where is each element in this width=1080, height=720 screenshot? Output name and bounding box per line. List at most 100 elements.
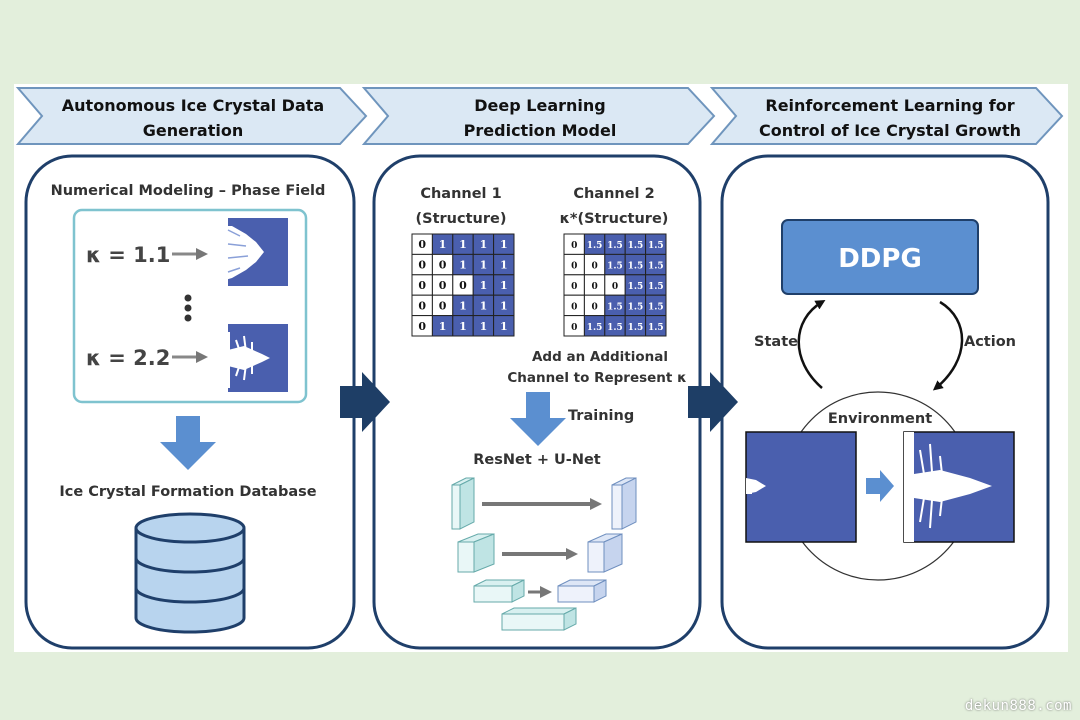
channel2-grid-cell-value: 0 — [591, 302, 597, 312]
channel1-grid-cell-value: 0 — [418, 320, 426, 333]
action-label: Action — [964, 334, 1016, 350]
channel2-grid-cell-value: 1.5 — [628, 282, 644, 292]
encoder-block-1 — [451, 477, 475, 530]
channel1-grid-cell-value: 0 — [418, 299, 426, 312]
channel2-grid-cell-value: 0 — [591, 262, 597, 272]
stage-banner-2: Deep Learning Prediction Model — [361, 87, 716, 145]
channel1-grid-cell-value: 1 — [500, 320, 508, 333]
watermark-text: dekun888.com — [964, 698, 1072, 714]
decoder-block-2 — [587, 533, 623, 573]
unet-diagram — [451, 477, 637, 631]
channel2-grid-cell-value: 1.5 — [628, 302, 644, 312]
extra-channel-note-line2: Channel to Represent κ — [507, 370, 686, 386]
channel1-grid-cell — [493, 315, 515, 337]
stage-2-title-line2: Prediction Model — [464, 121, 617, 140]
channel1-grid-cell-value: 1 — [459, 320, 467, 333]
channel2-grid-cell-value: 1.5 — [587, 323, 603, 333]
channel1-grid-cell-value: 1 — [459, 238, 467, 251]
database-icon — [134, 512, 246, 634]
channel2-title-line1: Channel 2 — [573, 186, 654, 202]
action-loop-arrow — [932, 300, 964, 391]
bottleneck-block — [501, 607, 577, 631]
channel2-grid-cell-value: 0 — [571, 282, 577, 292]
channel2-grid-cell-value: 1.5 — [607, 302, 623, 312]
channel2-grid-cell-value: 0 — [612, 282, 618, 292]
training-label: Training — [568, 408, 634, 424]
decoder-block-1 — [611, 477, 637, 530]
channel2-grid-cell-value: 1.5 — [607, 323, 623, 333]
extra-channel-note-line1: Add an Additional — [532, 349, 668, 365]
stage-3-title-line2: Control of Ice Crystal Growth — [759, 121, 1021, 140]
channel1-grid-cell-value: 1 — [459, 259, 467, 272]
stage-3-title-line1: Reinforcement Learning for — [765, 96, 1014, 115]
stage-1-title-line1: Autonomous Ice Crystal Data — [62, 96, 324, 115]
channel1-grid-cell-value: 1 — [500, 238, 508, 251]
channel1-grid-cell-value: 1 — [500, 299, 508, 312]
channel1-grid-cell-value: 1 — [500, 259, 508, 272]
flow-arrow-2-to-3 — [688, 372, 738, 432]
channel2-grid-cell-value: 1.5 — [648, 282, 664, 292]
channel1-grid-cell-value: 0 — [459, 279, 467, 292]
channel1-title-line2: (Structure) — [416, 211, 507, 227]
ellipsis-dots — [184, 294, 192, 322]
channel1-grid-cell-value: 1 — [439, 238, 447, 251]
channel2-grid-cell-value: 0 — [571, 262, 577, 272]
channel1-grid-cell-value: 1 — [480, 320, 488, 333]
channel1-grid-cell-value: 1 — [439, 320, 447, 333]
channel1-grid-cell-value: 0 — [418, 279, 426, 292]
channel2-grid-cell-value: 1.5 — [607, 241, 623, 251]
environment-label: Environment — [828, 411, 932, 427]
channel1-grid-cell-value: 0 — [439, 259, 447, 272]
channel2-grid-cell-value: 1.5 — [628, 262, 644, 272]
model-label: ResNet + U-Net — [473, 452, 601, 468]
channel2-grid-cell-value: 1.5 — [628, 323, 644, 333]
environment-state-before — [745, 431, 857, 543]
state-loop-arrow — [797, 299, 826, 389]
encoder-block-3 — [473, 579, 525, 603]
channel2-grid-cell-value: 1.5 — [648, 323, 664, 333]
channel1-grid-cell-value: 1 — [459, 299, 467, 312]
database-down-arrow — [160, 416, 216, 470]
state-label: State — [754, 334, 798, 350]
stage-1-title-line2: Generation — [143, 121, 243, 140]
channel2-grid-cell-value: 1.5 — [648, 262, 664, 272]
stage-banner-1: Autonomous Ice Crystal Data Generation — [15, 87, 368, 145]
ddpg-label: DDPG — [838, 244, 922, 274]
channel1-grid-cell-value: 1 — [480, 238, 488, 251]
channel1-grid-cell-value: 0 — [439, 279, 447, 292]
channel2-grid-cell-value: 1.5 — [607, 262, 623, 272]
flow-arrow-1-to-2 — [340, 372, 390, 432]
phase-field-heading: Numerical Modeling – Phase Field — [51, 183, 326, 199]
channel2-grid-cell — [645, 315, 667, 337]
channel2-grid-cell-value: 0 — [591, 282, 597, 292]
ddpg-agent-box — [781, 219, 979, 295]
channel1-grid-cell-value: 0 — [418, 238, 426, 251]
channel2-grid-cell-value: 1.5 — [628, 241, 644, 251]
environment-transition-arrow — [866, 470, 894, 502]
channel2-title-line2: κ*(Structure) — [560, 211, 669, 227]
channel1-grid-cell-value: 1 — [480, 299, 488, 312]
crystal-image-kappa-high — [218, 324, 288, 392]
database-label: Ice Crystal Formation Database — [59, 484, 316, 500]
stage-banner-3: Reinforcement Learning for Control of Ic… — [709, 87, 1064, 145]
channel1-grid-cell-value: 1 — [480, 259, 488, 272]
channel1-grid-cell-value: 0 — [418, 259, 426, 272]
decoder-block-3 — [557, 579, 607, 603]
training-down-arrow — [510, 392, 566, 446]
channel1-title-line1: Channel 1 — [420, 186, 501, 202]
kappa-low-label: κ = 1.1 — [86, 243, 170, 267]
channel2-grid-cell-value: 1.5 — [587, 241, 603, 251]
crystal-image-kappa-low — [218, 218, 288, 286]
channel2-grid-cell-value: 0 — [571, 323, 577, 333]
encoder-block-2 — [457, 533, 495, 573]
channel1-grid-cell-value: 0 — [439, 299, 447, 312]
channel2-grid-cell-value: 1.5 — [648, 241, 664, 251]
environment-state-after — [903, 431, 1015, 543]
channel1-grid-cell-value: 1 — [480, 279, 488, 292]
kappa-high-label: κ = 2.2 — [86, 346, 170, 370]
stage-2-title-line1: Deep Learning — [474, 96, 605, 115]
channel2-grid-cell-value: 1.5 — [648, 302, 664, 312]
